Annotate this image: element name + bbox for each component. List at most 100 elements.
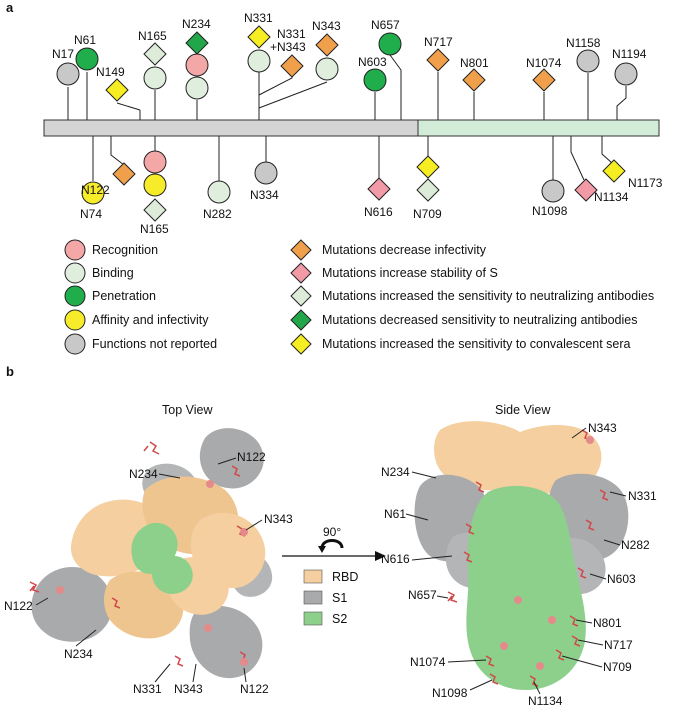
label-n234: N234 <box>381 465 410 479</box>
rotation-arrow: 90° <box>282 525 386 561</box>
yellow-diamond <box>416 155 440 179</box>
svg-text:Mutations decreased sensitivit: Mutations decreased sensitivity to neutr… <box>322 313 637 327</box>
site-n331: N331 <box>244 11 273 120</box>
label-n122: N122 <box>240 682 269 696</box>
svg-text:Affinity and infectivity: Affinity and infectivity <box>92 313 209 327</box>
label-n122: N122 <box>237 450 266 464</box>
orange-diamond <box>112 162 136 186</box>
site-n331-n343: N331 +N343 <box>258 27 306 96</box>
label-n717: N717 <box>604 638 633 652</box>
site-label: N74 <box>80 207 102 221</box>
pink-diamond <box>367 177 391 201</box>
binding-circle <box>185 76 209 100</box>
site-n616: N616 <box>364 136 393 219</box>
site-label: N1194 <box>612 47 647 61</box>
site-n1194: N1194 <box>612 47 647 120</box>
rotation-label: 90° <box>323 525 341 539</box>
legend-item-decreased-sensitivity: Mutations decreased sensitivity to neutr… <box>290 309 637 331</box>
svg-text:Recognition: Recognition <box>92 243 158 257</box>
site-n234: N234 <box>182 17 211 120</box>
svg-text:S2: S2 <box>332 612 347 626</box>
legend-item-s2: S2 <box>303 611 347 626</box>
site-n334: N334 <box>250 136 279 202</box>
side-view-title: Side View <box>495 403 551 417</box>
label-n331: N331 <box>133 682 162 696</box>
label-n343: N343 <box>174 682 203 696</box>
site-n1158: N1158 <box>566 36 601 120</box>
svg-text:RBD: RBD <box>332 570 358 584</box>
top-view-structure <box>29 428 273 679</box>
site-n1098: N1098 <box>532 136 568 218</box>
domain-legend: RBD S1 S2 <box>303 569 358 626</box>
site-n801: N801 <box>460 56 489 120</box>
legend-item-increased-sensitivity: Mutations increased the sensitivity to n… <box>290 285 654 307</box>
legend-item-convalescent-sera: Mutations increased the sensitivity to c… <box>290 333 631 355</box>
site-n165-above: N165 <box>138 29 167 120</box>
label-n1074: N1074 <box>410 655 446 669</box>
label-n1098: N1098 <box>432 686 468 700</box>
site-label: N61 <box>74 33 96 47</box>
penetration-circle <box>363 68 387 92</box>
site-n1134: N1134 <box>570 136 629 204</box>
yellow-diamond <box>105 78 129 102</box>
legend-right: Mutations decrease infectivity Mutations… <box>290 239 654 355</box>
svg-text:Functions not reported: Functions not reported <box>92 337 217 351</box>
label-n603: N603 <box>607 572 636 586</box>
site-label: N801 <box>460 56 489 70</box>
recognition-circle <box>185 53 209 77</box>
legend-left: Recognition Binding Penetration Affinity… <box>64 239 217 355</box>
top-view-title: Top View <box>162 403 213 417</box>
label-n616: N616 <box>381 552 410 566</box>
orange-diamond <box>462 68 486 92</box>
pale-diamond <box>416 178 440 202</box>
site-n717: N717 <box>424 35 453 120</box>
penetration-circle <box>75 47 99 71</box>
site-n149: N149 <box>96 65 141 120</box>
label-n331: N331 <box>628 489 657 503</box>
svg-text:Mutations increased the sensit: Mutations increased the sensitivity to n… <box>322 289 654 303</box>
label-n343: N343 <box>264 512 293 526</box>
site-n657: N657 <box>371 18 402 120</box>
legend-item-decrease-infectivity: Mutations decrease infectivity <box>290 239 487 261</box>
label-n234: N234 <box>129 467 158 481</box>
label-n61: N61 <box>384 507 406 521</box>
binding-circle <box>207 180 231 204</box>
label-n343: N343 <box>588 421 617 435</box>
penetration-circle <box>378 32 402 56</box>
site-n165-below: N165 <box>140 136 169 236</box>
legend-item-not-reported: Functions not reported <box>64 333 217 355</box>
site-label: N165 <box>140 222 169 236</box>
site-label: N234 <box>182 17 211 31</box>
site-label: N122 <box>81 183 110 197</box>
site-label: N616 <box>364 205 393 219</box>
affinity-circle <box>81 181 105 205</box>
not-reported-circle <box>254 161 278 185</box>
site-n603: N603 <box>358 55 387 120</box>
site-n709: N709 <box>413 136 442 221</box>
site-label: N165 <box>138 29 167 43</box>
site-label: N334 <box>250 188 279 202</box>
site-label: N17 <box>52 47 74 61</box>
top-view-labels: N234 N122 N343 N122 N234 N331 N343 N122 <box>4 450 293 696</box>
panel-b-label: b <box>6 364 14 379</box>
site-label-2: +N343 <box>270 40 306 54</box>
binding-circle <box>315 57 339 81</box>
site-label: N603 <box>358 55 387 69</box>
not-reported-circle <box>614 62 638 86</box>
not-reported-circle <box>576 49 600 73</box>
site-label: N343 <box>312 19 341 33</box>
site-label: N717 <box>424 35 453 49</box>
svg-text:Mutations increase stability o: Mutations increase stability of S <box>322 266 498 280</box>
pink-diamond <box>574 178 598 202</box>
orange-diamond <box>280 54 304 78</box>
binding-circle <box>143 66 167 90</box>
site-n74: N74 <box>80 136 105 221</box>
site-n1173: N1173 <box>601 136 663 190</box>
side-view-labels: N343 N234 N331 N61 N282 N616 N603 N657 N… <box>381 421 657 708</box>
site-label: N1074 <box>526 56 562 70</box>
label-n282: N282 <box>621 538 650 552</box>
site-label: N709 <box>413 207 442 221</box>
site-label: N1134 <box>594 190 629 204</box>
orange-diamond <box>532 68 556 92</box>
